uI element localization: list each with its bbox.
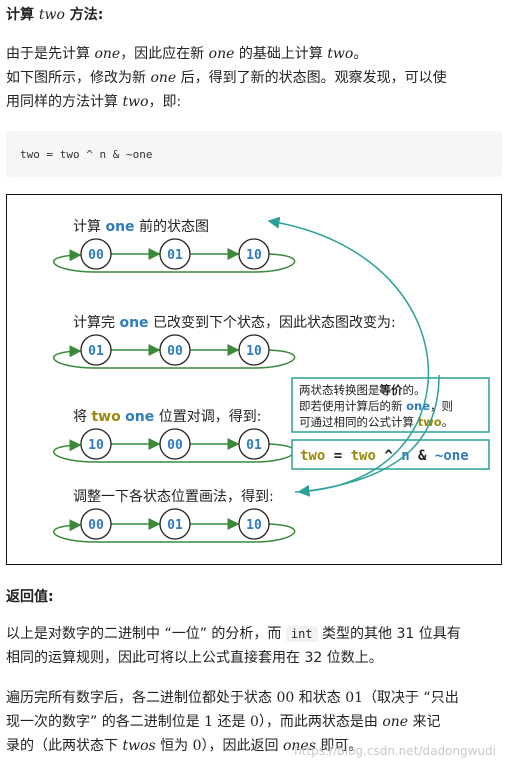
text: 如下图所示，修改为新 <box>6 70 151 86</box>
top-arc-arrow <box>267 216 430 493</box>
state-node-label: 01 <box>167 248 183 263</box>
text: 的基础上计算 <box>234 46 328 62</box>
loop-back-arrow <box>53 345 296 369</box>
paragraph-line: 现一次的数字” 的各二进制位是 1 还是 0），而此两状态是由 one 来记 <box>6 710 502 734</box>
row2-label: 计算完 one 已改变到下个状态，因此状态图改变为: <box>73 315 396 331</box>
state-node-label: 10 <box>246 344 262 359</box>
math-var: two <box>327 46 354 62</box>
text: 类型的其他 31 位具有 <box>317 626 461 642</box>
title-var: two <box>38 7 65 23</box>
text: 现一次的数字” 的各二进制位是 <box>6 714 205 730</box>
math: 01 <box>345 690 364 706</box>
math-var: ones <box>282 738 316 754</box>
section-title-compute-two: 计算 two 方法: <box>6 4 103 24</box>
bottom-arc-arrow <box>297 374 440 497</box>
math-var: two <box>122 94 149 110</box>
title-text-post: 方法: <box>64 7 104 23</box>
text: 即可。 <box>315 738 363 754</box>
state-rows: 00 01 10 01 00 10 10 00 01 00 01 10 <box>53 238 296 543</box>
text: 相同的运算规则，因此可将以上公式直接套用在 32 位数上。 <box>6 650 383 666</box>
state-node <box>80 508 112 540</box>
formula-text: two = two ^ n & ~one <box>300 448 469 464</box>
text: ），而此两状态是由 <box>258 714 383 730</box>
paragraph-line-2: 如下图所示，修改为新 one 后，得到了新的状态图。观察发现，可以使 <box>6 66 502 90</box>
state-node <box>80 428 112 460</box>
math-var: one <box>382 714 409 730</box>
paragraph-line: 录的（此两状态下 twos 恒为 0），因此返回 ones 即可。 <box>6 734 502 758</box>
paragraph-return-2: 遍历完所有数字后，各二进制位都处于状态 00 和状态 01（取决于 “只出 现一… <box>6 686 502 758</box>
state-node <box>238 238 270 270</box>
paragraph-line-3: 用同样的方法计算 two，即: <box>6 90 502 114</box>
state-node <box>238 334 270 366</box>
state-node-label: 00 <box>88 248 104 263</box>
state-node <box>80 238 112 270</box>
loop-back-arrow <box>53 519 296 543</box>
text: 遍历完所有数字后，各二进制位都处于状态 <box>6 690 277 706</box>
state-node-label: 01 <box>246 438 262 453</box>
state-node <box>159 428 191 460</box>
paragraph-line: 遍历完所有数字后，各二进制位都处于状态 00 和状态 01（取决于 “只出 <box>6 686 502 710</box>
state-node-label: 00 <box>167 438 183 453</box>
note-line-1: 两状态转换图是等价的。 <box>299 383 426 397</box>
text: ，因此应在新 <box>120 46 209 62</box>
inline-code-int: int <box>285 626 318 642</box>
section-title-return: 返回值: <box>6 589 54 605</box>
text: （取决于 “只出 <box>363 690 459 706</box>
math: 00 <box>276 690 295 706</box>
text: 后，得到了新的状态图。观察发现，可以使 <box>176 70 447 86</box>
text: 。 <box>353 46 368 62</box>
paragraph-line: 相同的运算规则，因此可将以上公式直接套用在 32 位数上。 <box>6 646 502 670</box>
paragraph-line: 以上是对数字的二进制中 “一位” 的分析，而 int 类型的其他 31 位具有 <box>6 622 502 646</box>
text: 和状态 <box>294 690 346 706</box>
paragraph-return-1: 以上是对数字的二进制中 “一位” 的分析，而 int 类型的其他 31 位具有 … <box>6 622 502 670</box>
code-block[interactable]: two = two ^ n & ~one <box>6 131 502 177</box>
state-node <box>238 508 270 540</box>
text: 由于是先计算 <box>6 46 95 62</box>
state-node-label: 10 <box>246 518 262 533</box>
note-line-3: 可通过相同的公式计算 two。 <box>299 415 453 429</box>
state-node <box>159 508 191 540</box>
state-node-label: 10 <box>88 438 104 453</box>
loop-back-arrow <box>53 249 296 273</box>
text: 以上是对数字的二进制中 “一位” 的分析，而 <box>6 626 286 642</box>
state-diagram-svg: 计算 one 前的状态图 计算完 one 已改变到下个状态，因此状态图改变为: … <box>53 216 490 543</box>
paragraph-line-1: 由于是先计算 one，因此应在新 one 的基础上计算 two。 <box>6 42 502 66</box>
state-node-label: 01 <box>167 518 183 533</box>
row1-label: 计算 one 前的状态图 <box>73 218 209 235</box>
row4-label: 调整一下各状态位置画法，得到: <box>73 488 274 505</box>
watermark: https://blog.csdn.net/dadongwudi <box>294 744 496 758</box>
math-var: one <box>150 70 177 86</box>
state-diagram: 计算 one 前的状态图 计算完 one 已改变到下个状态，因此状态图改变为: … <box>6 194 502 565</box>
text: 录的（此两状态下 <box>6 738 123 754</box>
text: 还是 <box>213 714 250 730</box>
code-text[interactable]: two = two ^ n & ~one <box>20 148 153 161</box>
text: ，即: <box>148 94 182 110</box>
state-node-label: 10 <box>246 248 262 263</box>
paragraph-explanation: 由于是先计算 one，因此应在新 one 的基础上计算 two。 如下图所示，修… <box>6 42 502 114</box>
title-text: 计算 <box>6 7 39 23</box>
note-line-2: 即若使用计算后的新 one，则 <box>299 399 453 413</box>
text: 恒为 <box>155 738 193 754</box>
state-node-label: 00 <box>167 344 183 359</box>
state-node <box>80 334 112 366</box>
state-node <box>159 238 191 270</box>
text: 用同样的方法计算 <box>6 94 123 110</box>
text: 来记 <box>408 714 441 730</box>
formula-box <box>291 439 490 470</box>
math: 1 <box>204 714 214 730</box>
math-var: one <box>208 46 235 62</box>
math-var: twos <box>122 738 156 754</box>
math: 0 <box>249 714 259 730</box>
text: ），因此返回 <box>201 738 283 754</box>
state-node-label: 01 <box>88 344 104 359</box>
state-node-label: 00 <box>88 518 104 533</box>
state-node <box>159 334 191 366</box>
row3-label: 将 two one 位置对调，得到: <box>73 408 261 425</box>
math: 0 <box>192 738 202 754</box>
state-node <box>238 428 270 460</box>
math-var: one <box>94 46 121 62</box>
note-box <box>291 377 490 433</box>
